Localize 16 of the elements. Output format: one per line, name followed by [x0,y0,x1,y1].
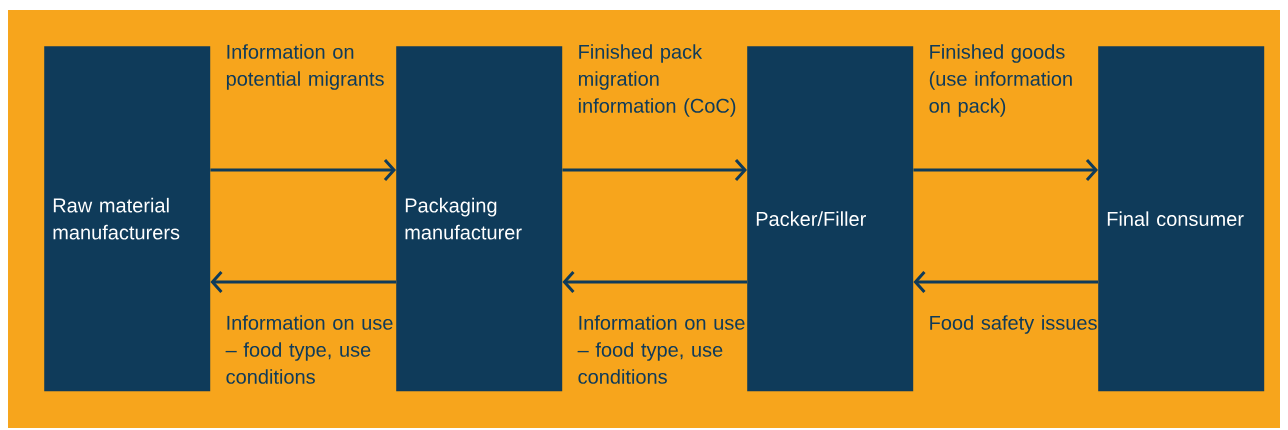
process-box: Raw material manufacturers [44,46,211,392]
arrow [562,159,747,181]
edge-label: Finished pack migration information (CoC) [578,44,736,117]
arrow [210,159,396,181]
edge-label: Finished goods (use information on pack) [929,44,1072,117]
edge-label: Information on use – food type, use conditions [577,315,745,384]
edge-label: Information on use – food type, use conditions [225,315,393,384]
arrow [913,159,1098,181]
arrow [562,271,747,293]
arrow [913,271,1098,293]
process-box: Final consumer [1098,46,1265,392]
edge-label: Information on potential migrants [226,44,384,90]
process-box: Packaging manufacturer [396,46,563,392]
process-box: Packer/Filler [747,46,914,392]
edge-label: Food safety issues [930,315,1097,334]
arrow [210,271,396,293]
